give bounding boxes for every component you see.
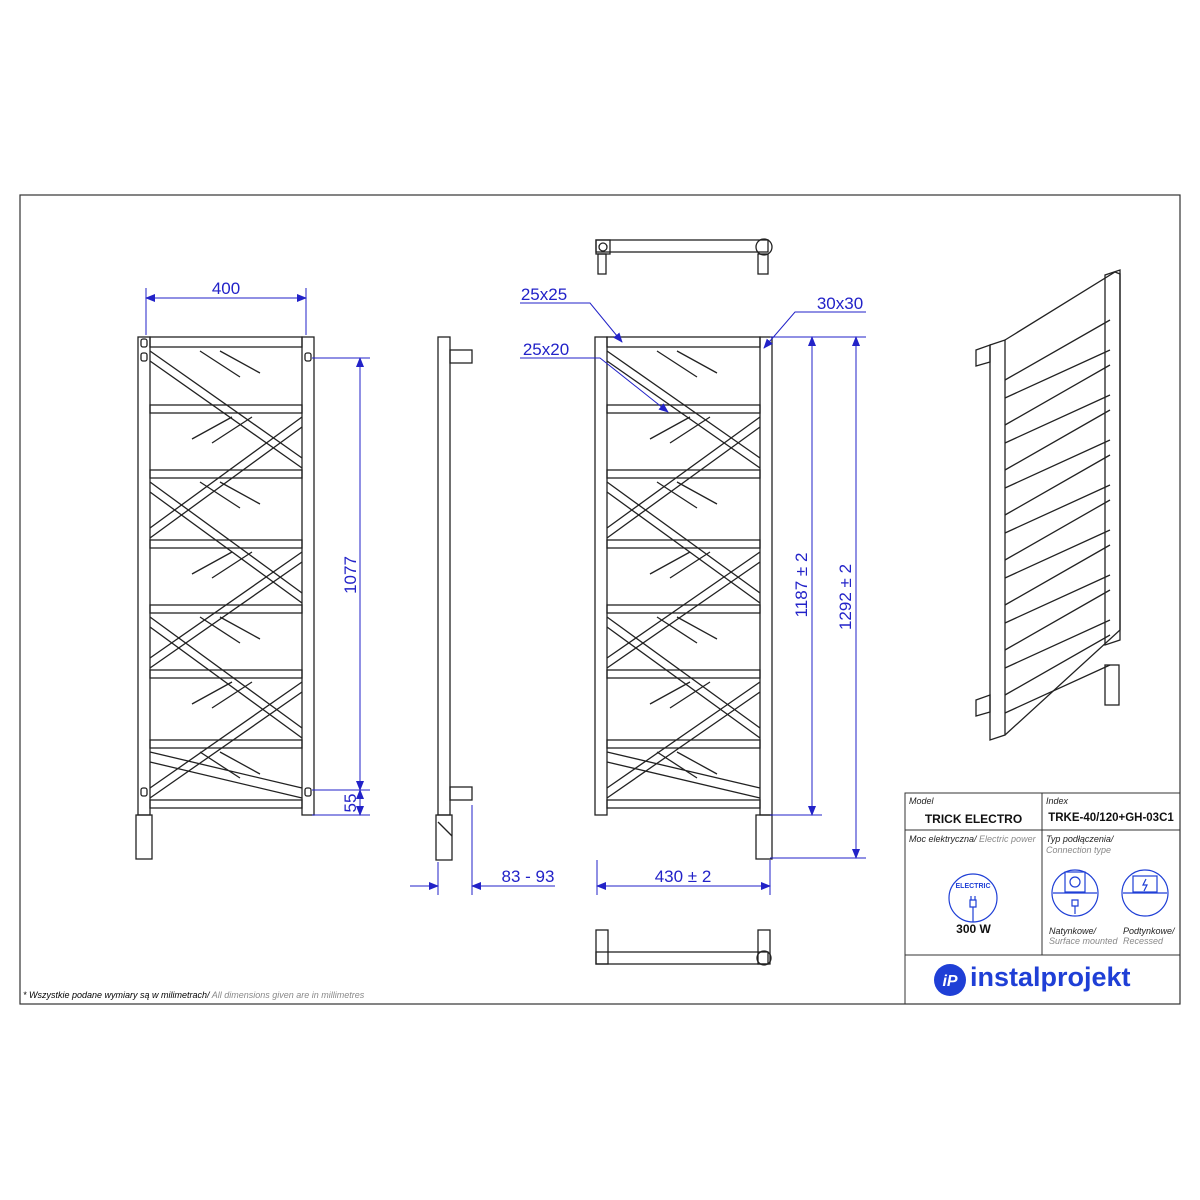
- heating-element: [135, 814, 153, 860]
- horizontal-bar: [149, 799, 303, 809]
- diagonal-bar: [149, 616, 303, 739]
- iso-bar: [1004, 364, 1111, 444]
- horizontal-bar: [149, 469, 303, 479]
- footnote-pl: * Wszystkie podane wymiary są w milimetr…: [23, 990, 210, 1000]
- diagonal-bar: [149, 551, 303, 669]
- diagonal-bar: [149, 751, 303, 799]
- horizontal-bar: [149, 669, 303, 679]
- footnote-en: All dimensions given are in millimetres: [211, 990, 365, 1000]
- dim-height-1187: 1187 ± 2: [792, 553, 811, 618]
- diagonal-bar: [149, 481, 303, 604]
- fitting-icon: [140, 338, 148, 348]
- brand-logo-text: instalprojekt: [970, 962, 1131, 992]
- instalprojekt-logo-icon: iP: [934, 964, 966, 996]
- connection-label-pl: Typ podłączenia/: [1046, 834, 1114, 844]
- bottom-view: [595, 929, 772, 966]
- iso-bar: [1004, 589, 1111, 669]
- fitting-icon: [304, 787, 312, 797]
- dim-tube-25x25: 25x25: [521, 285, 567, 304]
- diagonal-bar: [606, 681, 761, 799]
- iso-bar: [1004, 499, 1111, 579]
- index-label: Index: [1046, 796, 1069, 806]
- electric-badge: ELECTRIC: [955, 883, 991, 890]
- recessed-icon: [1121, 869, 1169, 917]
- diagonal-bar: [606, 751, 761, 799]
- drawing-border: [19, 194, 1181, 1005]
- diagonal-bar: [606, 416, 761, 539]
- dim-offset-55: 55: [341, 794, 360, 813]
- fitting-icon: [140, 352, 148, 362]
- top-view: [595, 238, 773, 275]
- diagonal-bar: [149, 350, 303, 469]
- horizontal-bar: [606, 604, 761, 614]
- diagonal-bar: [149, 681, 303, 799]
- horizontal-bar: [149, 604, 303, 614]
- iso-bar: [1004, 544, 1111, 624]
- rear-view: [594, 336, 773, 860]
- dim-tube-25x20: 25x20: [523, 340, 569, 359]
- index-value: TRKE-40/120+GH-03C1: [1048, 812, 1174, 824]
- diagonal-bar: [606, 616, 761, 739]
- top-bar: [606, 336, 761, 348]
- horizontal-bar: [606, 739, 761, 749]
- horizontal-bar: [606, 799, 761, 809]
- left-collector: [594, 336, 608, 816]
- connection-label-en: Connection type: [1046, 845, 1112, 855]
- title-block-frame: [904, 792, 1181, 1005]
- horizontal-bar: [606, 469, 761, 479]
- diagonal-bar: [149, 416, 303, 539]
- isometric-view: [975, 269, 1121, 741]
- dim-width-400: 400: [212, 279, 240, 298]
- horizontal-bar: [149, 739, 303, 749]
- iso-bar: [1004, 409, 1111, 489]
- right-collector: [301, 336, 315, 816]
- footnote: * Wszystkie podane wymiary są w milimetr…: [23, 990, 364, 1000]
- fitting-icon: [304, 352, 312, 362]
- svg-text:iP: iP: [942, 973, 957, 990]
- front-view: [135, 336, 315, 860]
- dimension-lines: [145, 288, 866, 895]
- dim-tube-30x30: 30x30: [817, 294, 863, 313]
- dim-width-430: 430 ± 2: [655, 867, 712, 886]
- fitting-icon: [140, 787, 148, 797]
- recessed-label-pl: Podtynkowe/: [1123, 926, 1175, 936]
- power-value: 300 W: [956, 922, 991, 936]
- horizontal-bar: [606, 669, 761, 679]
- model-value: TRICK ELECTRO: [924, 812, 1023, 826]
- dim-height-1077: 1077: [341, 556, 360, 594]
- model-label: Model: [909, 796, 934, 806]
- iso-bar: [1004, 454, 1111, 534]
- top-bar: [149, 336, 303, 348]
- dim-height-1292: 1292 ± 2: [836, 564, 855, 630]
- diagonal-bar: [606, 551, 761, 669]
- power-label-en: Electric power: [979, 834, 1036, 844]
- power-label-pl: Moc elektryczna/: [909, 834, 977, 844]
- horizontal-bar: [606, 404, 761, 414]
- diagonal-bar: [606, 481, 761, 604]
- heating-element: [755, 814, 773, 860]
- recessed-label-en: Recessed: [1123, 936, 1164, 946]
- left-collector: [137, 336, 151, 816]
- dim-depth: 83 - 93: [502, 867, 555, 886]
- surface-label-en: Surface mounted: [1049, 936, 1118, 946]
- iso-bar: [1004, 634, 1111, 714]
- iso-bar: [1004, 319, 1111, 399]
- surface-mounted-icon: [1051, 869, 1099, 917]
- surface-label-pl: Natynkowe/: [1049, 926, 1097, 936]
- right-collector: [759, 336, 773, 816]
- diagonal-bar: [606, 350, 761, 469]
- side-view: [435, 336, 473, 861]
- horizontal-bar: [149, 404, 303, 414]
